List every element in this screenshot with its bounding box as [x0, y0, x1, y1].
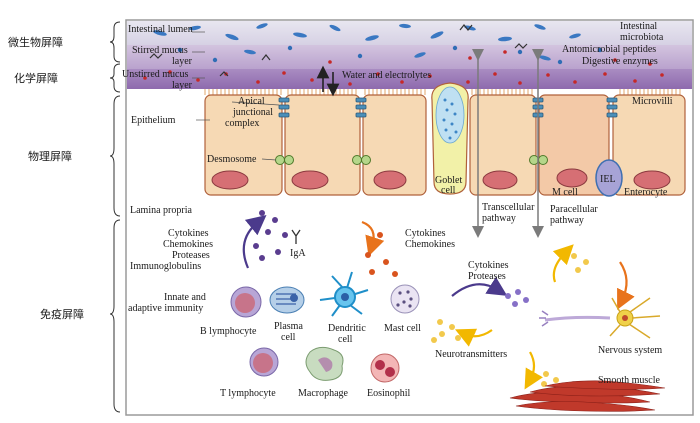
label-mast-cell: Mast cell: [384, 323, 421, 334]
stirred-mucus-layer: [127, 45, 692, 69]
label-unstirred-mucus-2: layer: [172, 80, 193, 91]
label-chemokines-left: Chemokines: [163, 239, 213, 250]
label-plasma-1: Plasma: [274, 321, 303, 332]
epithelial-cell-1: [204, 94, 283, 196]
igA-cycle: [242, 210, 301, 269]
label-cytokines-left: Cytokines: [168, 228, 209, 239]
label-intestinal-lumen: Intestinal lumen: [128, 24, 193, 35]
goblet-cell: [431, 82, 469, 195]
label-dendritic-2: cell: [338, 334, 353, 345]
label-innate-2: adaptive immunity: [128, 303, 203, 314]
dendritic-cell-icon: [319, 271, 369, 317]
label-unstirred-mucus-1: Unstirred mucus: [122, 69, 188, 80]
microbe-squiggles: [149, 24, 528, 77]
t-lymphocyte-icon: [249, 347, 279, 377]
label-proteases-left: Proteases: [172, 250, 210, 261]
label-eosinophil: Eosinophil: [367, 388, 411, 399]
label-paracellular-2: pathway: [550, 215, 584, 226]
label-b-lymphocyte: B lymphocyte: [200, 326, 257, 337]
lumen-layer: [127, 21, 692, 45]
bacteria-group: [153, 23, 581, 61]
label-stirred-mucus-2: layer: [172, 56, 193, 67]
label-chemical-barrier: 化学屏障: [14, 71, 58, 85]
label-t-lymphocyte: T lymphocyte: [220, 388, 276, 399]
cytokine-arrow-orange: [361, 220, 398, 277]
label-immune-barrier: 免疫屏障: [40, 307, 84, 321]
cytokine-protease-arrow: [451, 276, 529, 307]
antimicrobial-peptide-dots: [177, 45, 603, 65]
layer-leaders: [192, 31, 280, 161]
label-m-cell: M cell: [552, 187, 578, 198]
label-chemokines-mid: Chemokines: [405, 239, 455, 250]
label-stirred-mucus-1: Stirred mucus: [132, 45, 188, 56]
label-neurotransmitters: Neurotransmitters: [435, 349, 507, 360]
label-smooth-muscle: Smooth muscle: [598, 375, 661, 386]
label-goblet-2: cell: [441, 185, 456, 196]
label-paracellular-1: Paracellular: [550, 204, 598, 215]
label-digestive-enzymes: Digestive enzymes: [582, 56, 658, 67]
label-goblet-1: Goblet: [435, 175, 462, 186]
smooth-muscle-icon: [509, 380, 666, 412]
label-iel: IEL: [600, 174, 616, 185]
label-lamina-propria: Lamina propria: [130, 205, 192, 216]
label-proteases-right: Proteases: [468, 271, 506, 282]
eosinophil-icon: [370, 353, 400, 383]
label-nervous-system: Nervous system: [598, 345, 662, 356]
label-microbiota-1: Intestinal: [620, 21, 657, 32]
neuron-icon: [539, 297, 661, 339]
label-innate-1: Innate and: [164, 292, 206, 303]
neurotransmitter-arrows: [431, 244, 635, 390]
label-microvilli: Microvilli: [632, 96, 673, 107]
unstirred-mucus-layer: [127, 69, 692, 89]
b-lymphocyte-icon: [230, 286, 262, 318]
enterocyte-cell: [612, 94, 686, 196]
label-apical-1: Apical: [238, 96, 265, 107]
label-desmosome: Desmosome: [207, 154, 257, 165]
label-microbiota-2: microbiota: [620, 32, 664, 43]
nuclei: [211, 168, 671, 190]
epithelial-cell-2: [284, 94, 361, 196]
label-macrophage: Macrophage: [298, 388, 349, 399]
label-enterocyte: Enterocyte: [624, 187, 668, 198]
label-cytokines-mid: Cytokines: [405, 228, 446, 239]
label-cytokines-right: Cytokines: [468, 260, 509, 271]
label-plasma-2: cell: [281, 332, 296, 343]
label-antimicrobial-peptides: Antomicrobial peptides: [562, 44, 656, 55]
plasma-cell-icon: [269, 286, 305, 314]
epithelial-cell-3: [362, 94, 427, 196]
label-dendritic-1: Dendritic: [328, 323, 366, 334]
label-iga: IgA: [290, 248, 306, 259]
epithelial-cells: [204, 94, 686, 196]
label-transcellular-2: pathway: [482, 213, 516, 224]
water-electrolyte-arrows: [316, 65, 340, 97]
label-microbial-barrier: 微生物屏障: [8, 35, 63, 49]
iel-cell: [595, 159, 623, 197]
mast-cell-icon: [390, 284, 420, 314]
label-physical-barrier: 物理屏障: [28, 149, 72, 163]
label-apical-3: complex: [225, 118, 259, 129]
label-apical-2: junctional: [232, 107, 273, 118]
label-transcellular-1: Transcellular: [482, 202, 535, 213]
barrier-brackets: [109, 21, 121, 413]
label-water-electrolytes: Water and electrolytes: [342, 70, 431, 81]
label-immunoglobulins: Immunoglobulins: [130, 261, 201, 272]
macrophage-icon: [305, 346, 344, 381]
label-epithelium: Epithelium: [131, 115, 176, 126]
